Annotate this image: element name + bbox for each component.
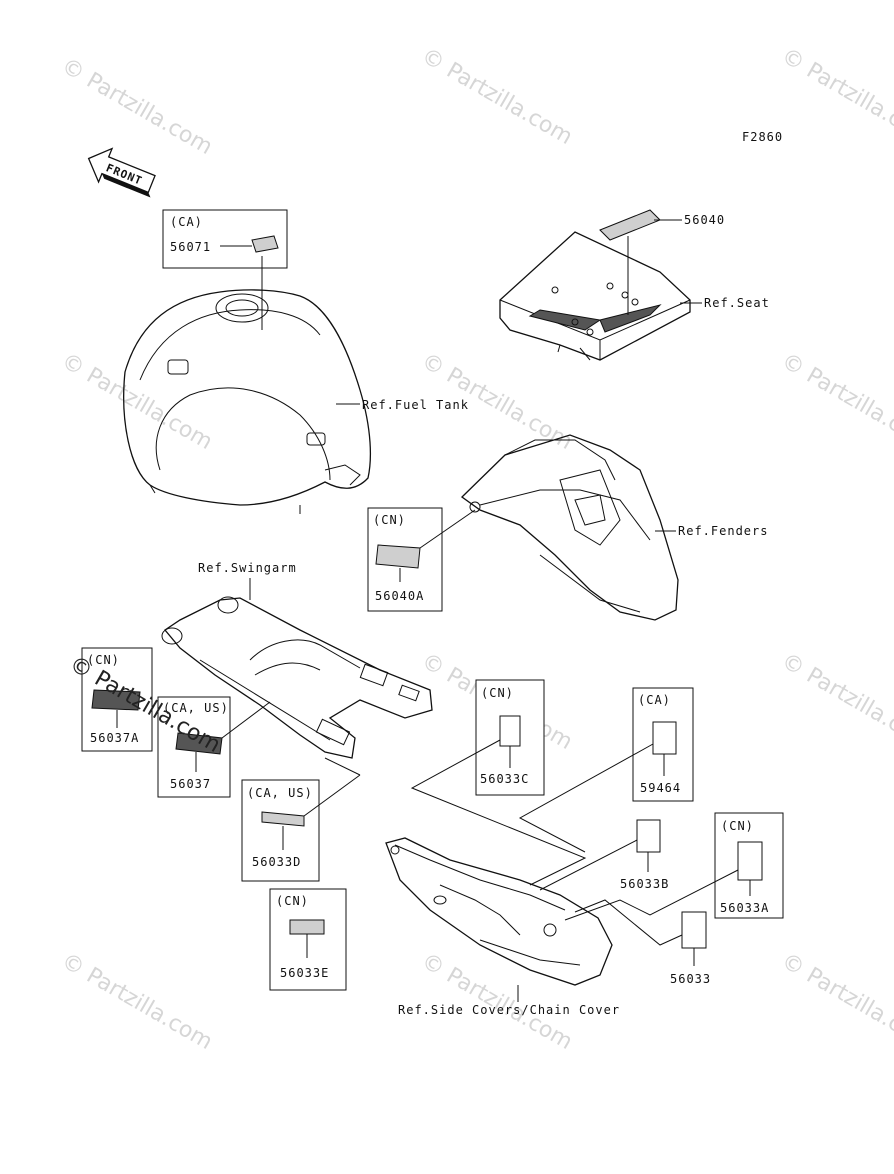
- decal-icon: [251, 235, 279, 253]
- part-callout-56033[interactable]: 56033: [574, 899, 711, 986]
- decal-icon: [599, 209, 661, 241]
- part-callout-56033A[interactable]: (CN) 56033A: [564, 812, 784, 921]
- region-code: (CN): [481, 686, 514, 700]
- part-number: 56033C: [480, 772, 529, 786]
- decal-icon: [289, 919, 325, 935]
- figure-code: F2860: [742, 130, 783, 144]
- rear-fender-drawing: [460, 434, 679, 621]
- region-code: (CN): [721, 819, 754, 833]
- part-number: 56033: [670, 972, 711, 986]
- part-callout-56040[interactable]: 56040: [599, 209, 725, 315]
- part-callout-56071[interactable]: (CA) 56071: [162, 209, 288, 330]
- seat-drawing: [499, 231, 691, 361]
- region-code: (CA): [638, 693, 671, 707]
- ref-swingarm: Ref.Swingarm: [198, 561, 297, 575]
- part-callout-56037A[interactable]: (CN) 56037A: [81, 647, 153, 752]
- part-number: 56037A: [90, 731, 139, 745]
- part-callout-56033E[interactable]: (CN) 56033E: [269, 888, 347, 991]
- watermark: © Partzilla.com: [57, 949, 217, 1056]
- watermark: © Partzilla.com: [417, 44, 577, 151]
- ref-side-covers: Ref.Side Covers/Chain Cover: [398, 1003, 620, 1017]
- watermark: © Partzilla.com: [57, 54, 217, 161]
- watermark: © Partzilla.com: [57, 349, 217, 456]
- part-callout-59464[interactable]: (CA) 59464: [518, 687, 694, 853]
- decal-icon: [499, 715, 521, 747]
- decal-icon: [175, 732, 223, 755]
- swingarm-drawing: [161, 596, 433, 759]
- ref-fuel-tank: Ref.Fuel Tank: [362, 398, 469, 412]
- region-code: (CA, US): [163, 701, 229, 715]
- part-number: 56033A: [720, 901, 769, 915]
- part-callout-56033B[interactable]: 56033B: [539, 819, 669, 891]
- part-callout-56040A[interactable]: (CN) 56040A: [367, 507, 476, 612]
- decal-icon: [737, 841, 763, 881]
- watermark: © Partzilla.com: [777, 649, 894, 756]
- decal-icon: [652, 721, 677, 755]
- side-covers-drawing: [385, 837, 613, 986]
- part-number: 59464: [640, 781, 681, 795]
- decal-icon: [681, 911, 707, 949]
- front-arrow-icon: FRONT: [87, 147, 156, 198]
- part-number: 56033E: [280, 966, 329, 980]
- decal-icon: [261, 811, 305, 827]
- watermark: © Partzilla.com: [777, 44, 894, 151]
- part-callout-56033D[interactable]: (CA, US) 56033D: [241, 757, 361, 882]
- region-code: (CA): [170, 215, 203, 229]
- ref-fenders: Ref.Fenders: [678, 524, 768, 538]
- part-number: 56071: [170, 240, 211, 254]
- part-number: 56040: [684, 213, 725, 227]
- region-code: (CN): [373, 513, 406, 527]
- watermark: © Partzilla.com: [777, 349, 894, 456]
- part-number: 56033D: [252, 855, 301, 869]
- watermark: © Partzilla.com: [417, 949, 577, 1056]
- part-number: 56037: [170, 777, 211, 791]
- fuel-tank-drawing: [123, 289, 372, 514]
- region-code: (CA, US): [247, 786, 313, 800]
- decal-icon: [375, 544, 421, 569]
- watermark: © Partzilla.com: [777, 949, 894, 1056]
- decal-icon: [636, 819, 661, 853]
- region-code: (CN): [276, 894, 309, 908]
- region-code: (CN): [87, 653, 120, 667]
- part-number: 56040A: [375, 589, 424, 603]
- part-callout-56033C[interactable]: (CN) 56033C: [410, 679, 587, 886]
- part-callout-56037[interactable]: (CA, US) 56037: [157, 696, 271, 798]
- decal-icon: [91, 689, 141, 711]
- ref-seat: Ref.Seat: [704, 296, 770, 310]
- part-number: 56033B: [620, 877, 669, 891]
